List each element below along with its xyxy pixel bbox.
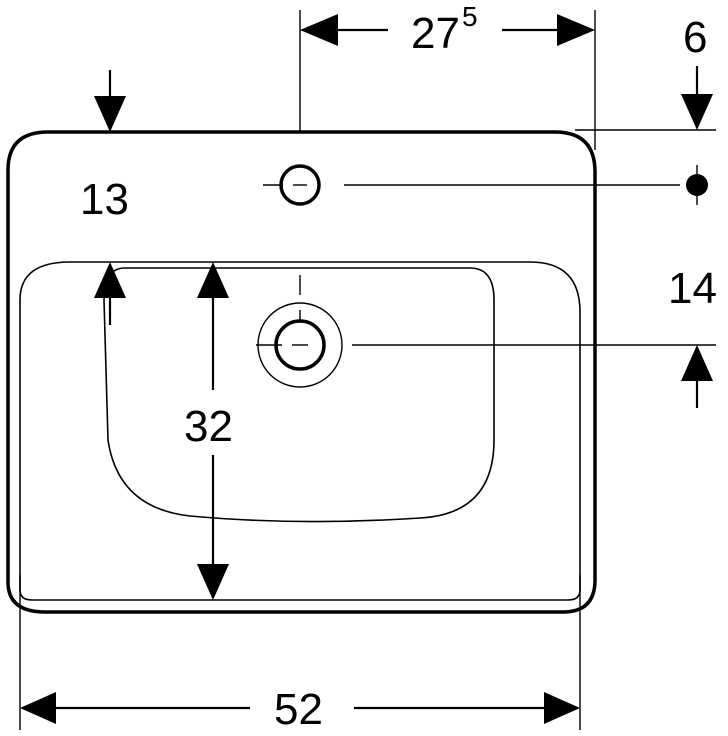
dimension-bowl-depth: 32 (184, 262, 233, 600)
dimension-hole-to-drain: 14 (668, 264, 717, 408)
dimension-overall-width-value: 52 (274, 685, 323, 734)
basin-outer-outline (6, 130, 597, 614)
drain-hole (256, 275, 716, 388)
basin-inner-rim (19, 261, 581, 601)
dimension-rim-width-value: 13 (80, 175, 129, 224)
bowl-outline (103, 267, 495, 523)
dimension-top-to-hole: 6 (681, 13, 713, 130)
dimension-hole-offset: 27 5 (300, 1, 595, 58)
dimension-overall-width: 52 (20, 685, 580, 734)
tap-hole (263, 164, 680, 206)
dimension-hole-offset-superscript: 5 (462, 1, 478, 32)
dimension-hole-offset-value: 27 (411, 9, 460, 58)
dimension-hole-to-drain-value: 14 (668, 264, 717, 313)
dimension-top-to-hole-value: 6 (683, 13, 707, 62)
dimension-bowl-depth-value: 32 (184, 402, 233, 451)
dimension-rim-width: 13 (80, 70, 129, 325)
